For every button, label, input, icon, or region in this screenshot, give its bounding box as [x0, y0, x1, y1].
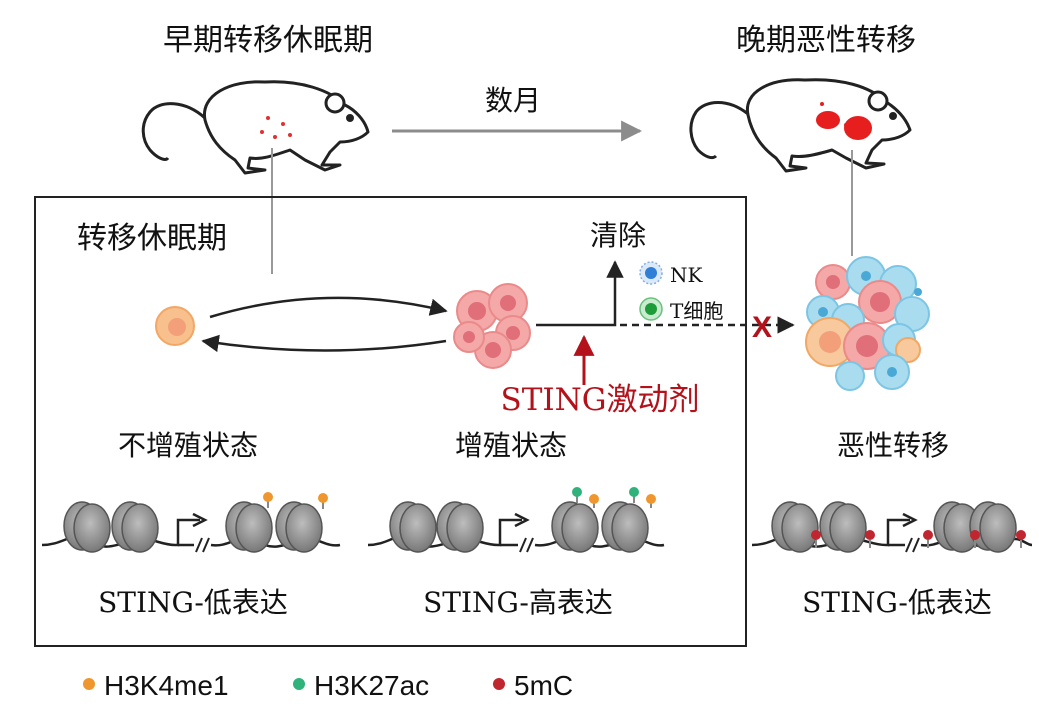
clearance-arrow: [536, 260, 624, 327]
t-cell-label: T细胞: [670, 299, 723, 323]
proliferation-arrow: [209, 296, 448, 319]
sting-agonist-label: STING激动剂: [500, 382, 699, 418]
block-mark: X: [752, 311, 772, 344]
legend-item-h3k4me1: H3K4me1: [83, 670, 229, 701]
clearance-label: 清除: [590, 219, 646, 252]
legend-swatch-h3k27ac: [293, 678, 305, 690]
return-to-dormancy-arrow: [201, 334, 447, 353]
legend-label-h3k27ac: H3K27ac: [314, 670, 429, 701]
dormancy-box: [34, 196, 747, 647]
legend-swatch-h3k4me1: [83, 678, 95, 690]
nk-label: NK: [670, 263, 704, 287]
chromatin-non-proliferative: [41, 492, 341, 553]
chromatin-metastasis: [751, 501, 1033, 553]
sting-high-label: STING-高表达: [423, 586, 613, 619]
legend-item-5mc: 5mC: [493, 670, 573, 701]
non-proliferative-label: 不增殖状态: [118, 429, 258, 462]
dormancy-box-title: 转移休眠期: [77, 221, 227, 256]
mouse-icon-right: [689, 78, 912, 173]
sting-low-label-2: STING-低表达: [802, 586, 992, 619]
metastasis-label: 恶性转移: [837, 429, 949, 462]
months-label: 数月: [485, 84, 541, 117]
early-dormancy-title: 早期转移休眠期: [163, 23, 373, 58]
dormant-cell: [155, 306, 195, 346]
chromatin-proliferative: [367, 487, 665, 553]
late-metastasis-title: 晚期恶性转移: [736, 23, 916, 58]
legend-item-h3k27ac: H3K27ac: [293, 670, 429, 701]
legend-label-h3k4me1: H3K4me1: [104, 670, 229, 701]
legend-swatch-5mc: [493, 678, 505, 690]
legend: H3K4me1 H3K27ac 5mC: [83, 670, 573, 701]
mouse-icon-left: [141, 80, 370, 175]
legend-label-5mc: 5mC: [514, 670, 573, 701]
nk-cell-icon: [639, 261, 663, 285]
proliferating-cell-cluster: [453, 283, 531, 369]
proliferative-label: 增殖状态: [455, 429, 567, 462]
metastatic-tumor: [805, 256, 930, 391]
t-cell-icon: [639, 297, 663, 321]
sting-low-label-1: STING-低表达: [98, 586, 288, 619]
